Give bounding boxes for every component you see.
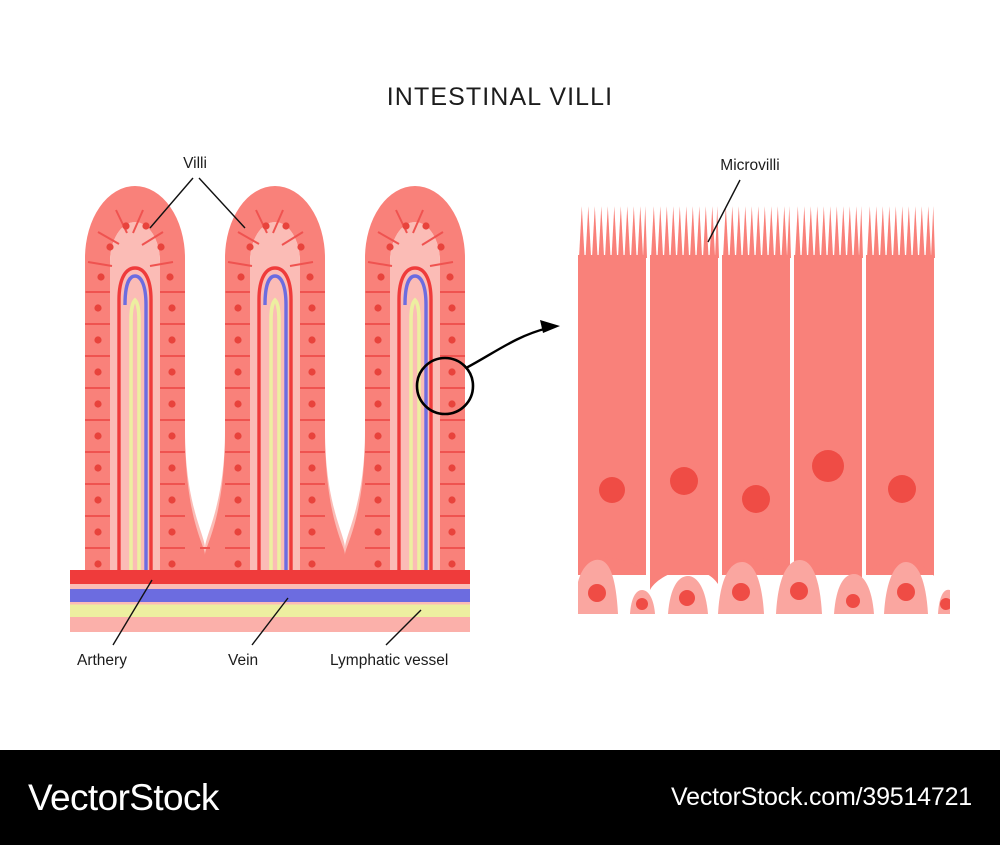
basal-cell-6 — [834, 574, 874, 614]
column-1-nucleus — [599, 477, 625, 503]
basal-nucleus-6 — [846, 594, 860, 608]
basal-nucleus-5 — [790, 582, 808, 600]
lymphatic-band — [70, 604, 470, 617]
basal-nucleus-4 — [732, 583, 750, 601]
vein-loops — [123, 274, 428, 600]
page-title: INTESTINAL VILLI — [387, 83, 613, 111]
basal-nucleus-2 — [636, 598, 648, 610]
basal-nucleus-7 — [897, 583, 915, 601]
arthery-label-group: Arthery — [77, 579, 153, 669]
column-5-microvilli — [867, 206, 935, 258]
arthery-leader — [112, 579, 153, 646]
enterocyte-column-4 — [794, 206, 863, 575]
crypt-valley-group — [60, 160, 490, 600]
magnifier-circle — [415, 356, 475, 416]
villi-panel — [60, 160, 490, 632]
microvilli-label-group: Microvilli — [707, 157, 780, 243]
artboard: INTESTINAL VILLI — [60, 83, 950, 669]
column-2-microvilli — [651, 206, 719, 258]
vein-label-group: Vein — [228, 597, 289, 669]
enterocyte-column-5 — [866, 206, 935, 575]
column-2-nucleus — [670, 467, 698, 495]
crypt-epithelium-group — [185, 430, 365, 600]
basal-nucleus-1 — [588, 584, 606, 602]
artery-band — [70, 570, 470, 584]
callout-arrow-line — [465, 326, 549, 370]
crypt-valley-1 — [185, 160, 225, 548]
column-2-body — [650, 255, 718, 575]
column-5-body — [866, 255, 934, 575]
interband-gap-2 — [70, 602, 470, 605]
enterocyte-column-1 — [578, 206, 647, 575]
lymphatic-vessel-label: Lymphatic vessel — [330, 652, 448, 669]
vectorstock-url: VectorStock.com/39514721 — [671, 783, 972, 811]
villus-2-nuclei — [234, 222, 316, 568]
lymphatic-lacteals — [129, 297, 421, 600]
vein-leader — [251, 597, 289, 646]
right-margin-gap — [465, 160, 490, 600]
crypt-1-epithelium — [185, 430, 225, 600]
villi-label: Villi — [183, 155, 207, 172]
crypt-valley-2 — [325, 160, 365, 548]
lymphatic-label-group: Lymphatic vessel — [330, 609, 448, 669]
intestinal-villi-diagram: INTESTINAL VILLI — [60, 83, 950, 669]
basal-nuclei-group — [588, 582, 950, 610]
column-1-microvilli — [579, 206, 647, 258]
column-3-nucleus — [742, 485, 770, 513]
column-3-microvilli — [723, 206, 791, 258]
column-4-nucleus — [812, 450, 844, 482]
column-1-body — [578, 255, 646, 575]
vein-label: Vein — [228, 652, 258, 669]
microvilli-label: Microvilli — [720, 157, 779, 174]
villus-3-nuclei — [374, 222, 456, 568]
column-bases — [578, 540, 934, 590]
vectorstock-logo: VectorStock — [28, 777, 219, 818]
microvilli-leader — [707, 179, 741, 243]
watermark-footer: VectorStock VectorStock.com/39514721 — [0, 750, 1000, 845]
interband-gap-1 — [70, 584, 470, 589]
column-5-nucleus — [888, 475, 916, 503]
lymphatic-leader — [385, 609, 422, 646]
column-4-body — [794, 255, 862, 575]
villi-leader-right — [198, 177, 246, 229]
column-4-microvilli — [795, 206, 863, 258]
arthery-label: Arthery — [77, 652, 127, 669]
enterocyte-column-2 — [650, 206, 719, 575]
crypt-2-epithelium — [325, 430, 365, 600]
vein-band — [70, 589, 470, 602]
callout-arrow-head — [540, 320, 560, 333]
villus-core-group — [110, 222, 440, 600]
basal-nucleus-8 — [940, 598, 950, 610]
basal-nucleus-3 — [679, 590, 695, 606]
villi-label-group: Villi — [149, 155, 246, 229]
villus-3-cell-lines — [365, 209, 465, 581]
villi-leader-left — [149, 177, 194, 229]
artery-loops — [117, 266, 433, 600]
microvilli-panel — [578, 206, 950, 614]
enterocyte-column-3 — [722, 206, 791, 575]
column-3-body — [722, 255, 790, 575]
villus-1-nuclei — [94, 222, 176, 568]
left-margin-gap — [60, 160, 85, 600]
callout-group — [415, 320, 560, 416]
